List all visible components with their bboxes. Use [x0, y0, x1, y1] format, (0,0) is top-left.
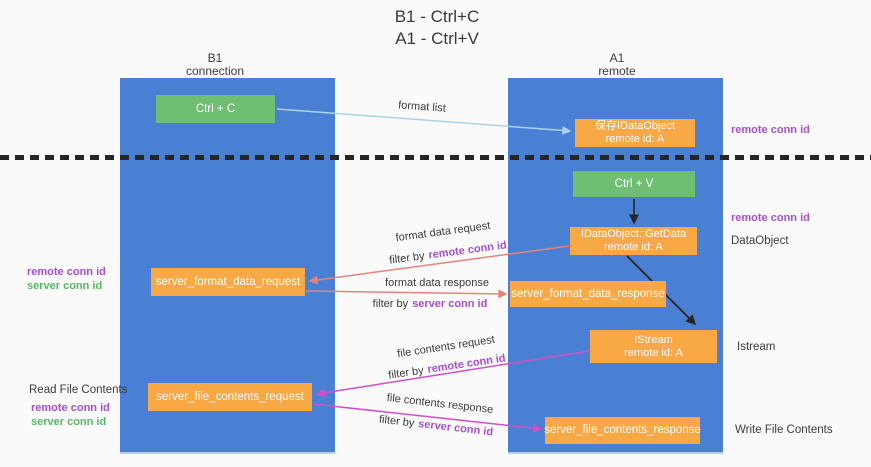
format-data-response-arrow-label: format data response — [385, 277, 489, 289]
title-line-1: B1 - Ctrl+C — [394, 7, 480, 26]
file-contents-response-arrow-label: file contents response — [386, 391, 494, 417]
format-data-request-arrow-label: format data request — [394, 219, 492, 245]
filter-by-text: filter by — [378, 413, 415, 430]
save-dataobject-line2: remote id: A — [605, 133, 665, 145]
left-column-header: B1 connection — [145, 52, 285, 78]
write-file-contents-label: Write File Contents — [735, 424, 833, 436]
left-column-role: connection — [185, 64, 245, 78]
remote-conn-id-label-left-1: remote conn id — [27, 266, 106, 278]
save-dataobject-line1: 保存IDataObject — [594, 120, 676, 132]
server-format-data-request-node: server_format_data_request — [151, 268, 305, 296]
filter-by-text: filter by — [387, 364, 425, 382]
right-column-header: A1 remote — [547, 52, 687, 78]
remote-conn-id-label-mid-right: remote conn id — [731, 212, 810, 224]
server-conn-id-label-left-2: server conn id — [31, 416, 107, 428]
ctrl-c-label: Ctrl + C — [195, 102, 236, 115]
arrow-format-data-response — [305, 289, 508, 299]
ctrl-v-label: Ctrl + V — [614, 177, 654, 190]
getdata-line1: IDataObject::GetData — [580, 228, 687, 240]
title-line-2: A1 - Ctrl+V — [395, 29, 479, 48]
remote-conn-id-label-top-right: remote conn id — [731, 124, 810, 136]
server-conn-id-filter-text: server conn id — [417, 418, 494, 439]
dashed-divider-line — [0, 155, 871, 160]
ctrl-c-node: Ctrl + C — [156, 95, 275, 123]
server-conn-id-filter-text: server conn id — [412, 298, 488, 310]
format-list-arrow-label: format list — [397, 99, 447, 115]
right-column-name: A1 — [609, 51, 625, 65]
left-column-name: B1 — [207, 51, 223, 65]
server-file-contents-request-label: server_file_contents_request — [156, 390, 304, 403]
ctrl-v-node: Ctrl + V — [573, 171, 695, 197]
getdata-line2: remote id: A — [604, 241, 663, 253]
server-file-contents-response-label: server_file_contents_response — [544, 424, 701, 436]
server-file-contents-request-node: server_file_contents_request — [148, 383, 312, 411]
right-column-role: remote — [598, 64, 636, 78]
server-file-contents-response-node: server_file_contents_response — [544, 417, 701, 444]
diagram-title: B1 - Ctrl+C A1 - Ctrl+V — [337, 6, 537, 50]
istream-line2: remote id: A — [624, 346, 683, 359]
filter-by-text: filter by — [388, 250, 426, 267]
remote-conn-id-filter-text: remote conn id — [426, 352, 507, 376]
server-conn-id-label-left-1: server conn id — [27, 280, 103, 292]
filter-by-text: filter by — [372, 298, 409, 310]
istream-side-label: Istream — [737, 341, 776, 353]
istream-line1: IStream — [634, 333, 673, 346]
server-format-data-response-label: server_format_data_response — [511, 287, 665, 300]
server-format-data-request-label: server_format_data_request — [155, 275, 301, 288]
server-format-data-response-node: server_format_data_response — [510, 281, 666, 307]
getdata-node: IDataObject::GetData remote id: A — [570, 227, 697, 255]
remote-conn-id-filter-text: remote conn id — [427, 239, 508, 262]
remote-conn-id-label-left-2: remote conn id — [31, 402, 110, 414]
read-file-contents-label: Read File Contents — [29, 384, 128, 396]
save-dataobject-node: 保存IDataObject remote id: A — [575, 119, 695, 147]
istream-node: IStream remote id: A — [590, 330, 717, 363]
dataobject-label: DataObject — [731, 235, 789, 247]
